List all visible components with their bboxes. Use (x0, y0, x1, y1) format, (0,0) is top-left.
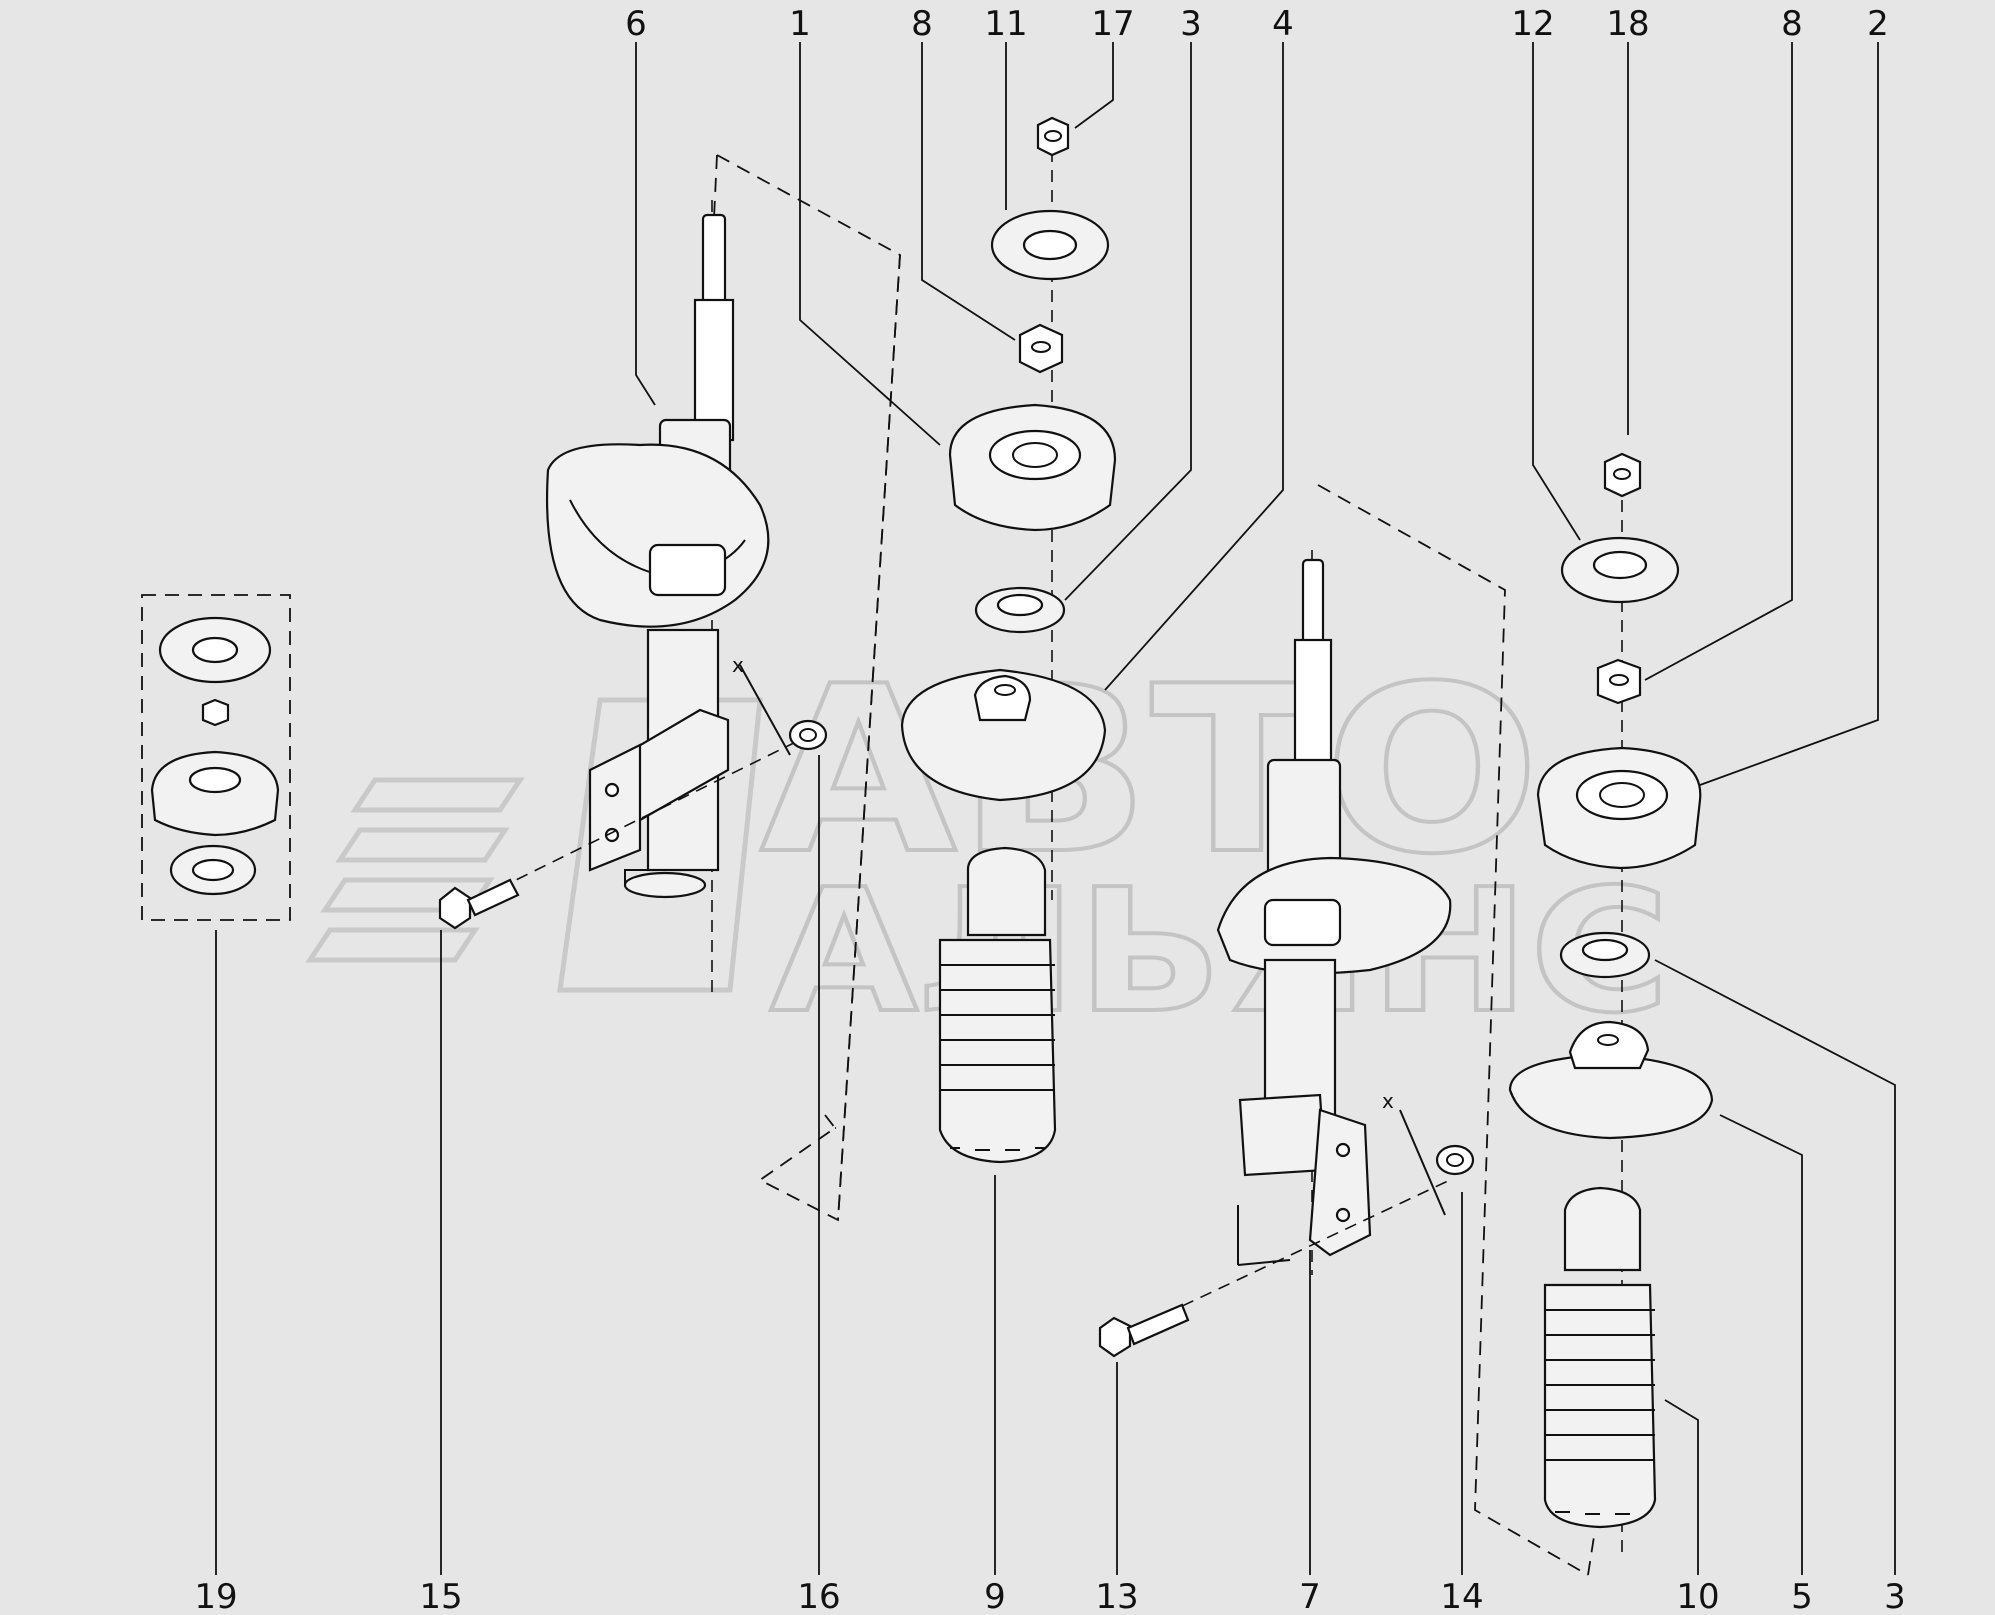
watermark: АВТО АЛЬЯНС (305, 636, 1672, 1053)
kit-19 (150, 616, 280, 896)
callout-6: 6 (625, 4, 647, 44)
callout-4: 4 (1272, 4, 1294, 44)
spring-seat-5 (1508, 1020, 1714, 1140)
dimension-x-right: x (1382, 1089, 1394, 1113)
kit-19-frame (141, 594, 291, 921)
leader-8a (921, 42, 1016, 341)
bump-stop-9 (938, 846, 1057, 1164)
leader-3b (1654, 959, 1896, 1575)
callout-8-a: 8 (911, 4, 933, 44)
leader-5 (1719, 1114, 1803, 1575)
washer-11 (990, 209, 1110, 281)
bearing-3-right (1559, 931, 1651, 979)
group-outline-left-edge (837, 254, 901, 1221)
callout-9: 9 (984, 1577, 1006, 1615)
nut-8-right (1596, 658, 1642, 705)
callout-3-a: 3 (1180, 4, 1202, 44)
watermark-line1: АВТО (760, 638, 1540, 905)
bearing-3-centre (974, 586, 1066, 634)
callout-17: 17 (1091, 4, 1134, 44)
strut-right (1216, 550, 1452, 1275)
washer-12 (1560, 536, 1680, 604)
nut-8-centre (1018, 323, 1064, 374)
bolt-15 (438, 734, 811, 930)
spring-seat-4 (900, 668, 1107, 802)
bolt-13 (1098, 1179, 1451, 1358)
callout-12: 12 (1511, 4, 1554, 44)
group-outline-left (711, 154, 901, 1222)
strut-left (546, 200, 770, 1000)
leader-10 (1664, 1399, 1699, 1575)
leader-17 (1074, 42, 1114, 129)
callout-14: 14 (1440, 1577, 1483, 1615)
callout-10: 10 (1676, 1577, 1719, 1615)
group-outline-right (1317, 484, 1589, 1576)
leader-4 (1104, 42, 1284, 691)
callout-2: 2 (1867, 4, 1889, 44)
support-1 (948, 403, 1117, 532)
dimension-x-left: x (732, 653, 744, 677)
callout-8-b: 8 (1781, 4, 1803, 44)
nut-14: x (1382, 1089, 1475, 1216)
callout-16: 16 (797, 1577, 840, 1615)
leader-2 (1699, 42, 1879, 786)
leader-1 (799, 42, 941, 446)
leader-12 (1532, 42, 1581, 541)
nut-16: x (732, 653, 828, 756)
callout-13: 13 (1095, 1577, 1138, 1615)
callout-5: 5 (1791, 1577, 1813, 1615)
callout-19: 19 (194, 1577, 237, 1615)
leader-3a (1064, 42, 1192, 601)
callout-1: 1 (789, 4, 811, 44)
watermark-line2: АЛЬЯНС (770, 853, 1670, 1051)
callout-15: 15 (419, 1577, 462, 1615)
leader-6 (635, 42, 656, 406)
callout-7: 7 (1299, 1577, 1321, 1615)
support-2 (1536, 746, 1702, 870)
callout-11: 11 (984, 4, 1027, 44)
leader-8b (1644, 42, 1793, 681)
bump-stop-10 (1543, 1186, 1657, 1529)
callout-3-b: 3 (1884, 1577, 1906, 1615)
callout-18: 18 (1606, 4, 1649, 44)
leader-lines (215, 42, 1896, 1575)
callout-labels: 6 1 8 11 17 3 4 12 18 8 2 19 15 16 9 13 … (194, 4, 1905, 1615)
group-outline-right-bottom (1587, 1529, 1596, 1576)
